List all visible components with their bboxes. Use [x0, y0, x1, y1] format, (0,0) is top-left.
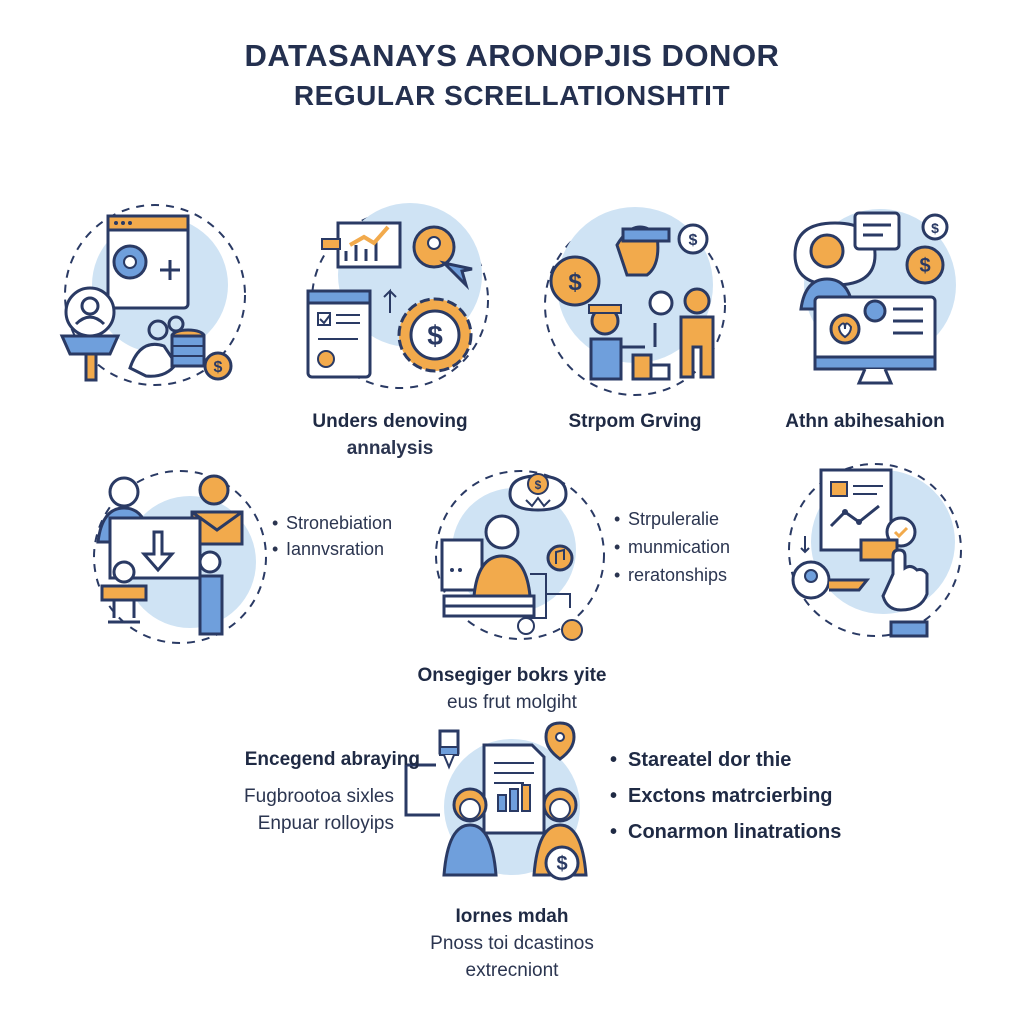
row2-left-bullets: Stronebiation Iannvsration — [272, 510, 392, 562]
list-item: reratonships — [614, 561, 730, 589]
caption-athn: Athn abihesahion — [785, 411, 945, 432]
list-item: munmication — [614, 533, 730, 561]
caption-encegend-line1: Fugbrootoa sixles — [244, 786, 394, 807]
svg-text:$: $ — [556, 853, 567, 875]
caption-encegend: Encegend abraying — [244, 749, 420, 770]
caption-analysis-line2: annalysis — [346, 438, 434, 459]
svg-text:$: $ — [535, 478, 542, 492]
svg-text:$: $ — [931, 220, 939, 236]
caption-analysis: Unders denoving — [312, 411, 468, 432]
list-item: Iannvsration — [272, 536, 392, 562]
caption-onsegiger-sub: eus frut molgiht — [447, 692, 577, 713]
svg-text:$: $ — [689, 232, 698, 249]
row3-right-bullets: Stareatel dor thie Exctons matrcierbing … — [610, 742, 841, 850]
list-item: Conarmon linatrations — [610, 814, 841, 850]
svg-text:$: $ — [427, 320, 443, 351]
chart-gear-icon: $ — [306, 203, 489, 389]
monitor-chat-icon: $ $ — [793, 209, 956, 385]
svg-text:$: $ — [568, 269, 582, 296]
caption-iornes: Iornes mdah — [455, 906, 569, 927]
people-mail-icon — [93, 470, 267, 644]
caption-giving: Strpom Grving — [568, 411, 702, 432]
people-giving-icon: $ $ — [544, 207, 726, 396]
list-item: Strpuleralie — [614, 505, 730, 533]
report-hand-icon — [788, 463, 962, 638]
website-profile-icon: $ — [59, 204, 246, 386]
svg-text:$: $ — [919, 255, 930, 277]
caption-iornes-line1: Pnoss toi dcastinos — [430, 933, 594, 954]
list-item: Stronebiation — [272, 510, 392, 536]
row2-right-bullets: Strpuleralie munmication reratonships — [614, 505, 730, 589]
page-subtitle: REGULAR SCRELLATIONSHTIT — [293, 80, 731, 111]
person-network-icon: $ — [435, 470, 605, 641]
document-people-icon: $ — [404, 721, 588, 881]
caption-iornes-line2: extrecniont — [465, 960, 559, 981]
page-title: DATASANAYS ARONOPJIS DONOR — [244, 38, 780, 73]
list-item: Stareatel dor thie — [610, 742, 841, 778]
list-item: Exctons matrcierbing — [610, 778, 841, 814]
caption-onsegiger: Onsegiger bokrs yite — [417, 665, 607, 686]
caption-encegend-line2: Enpuar rolloyips — [257, 813, 394, 834]
svg-text:$: $ — [214, 359, 223, 376]
